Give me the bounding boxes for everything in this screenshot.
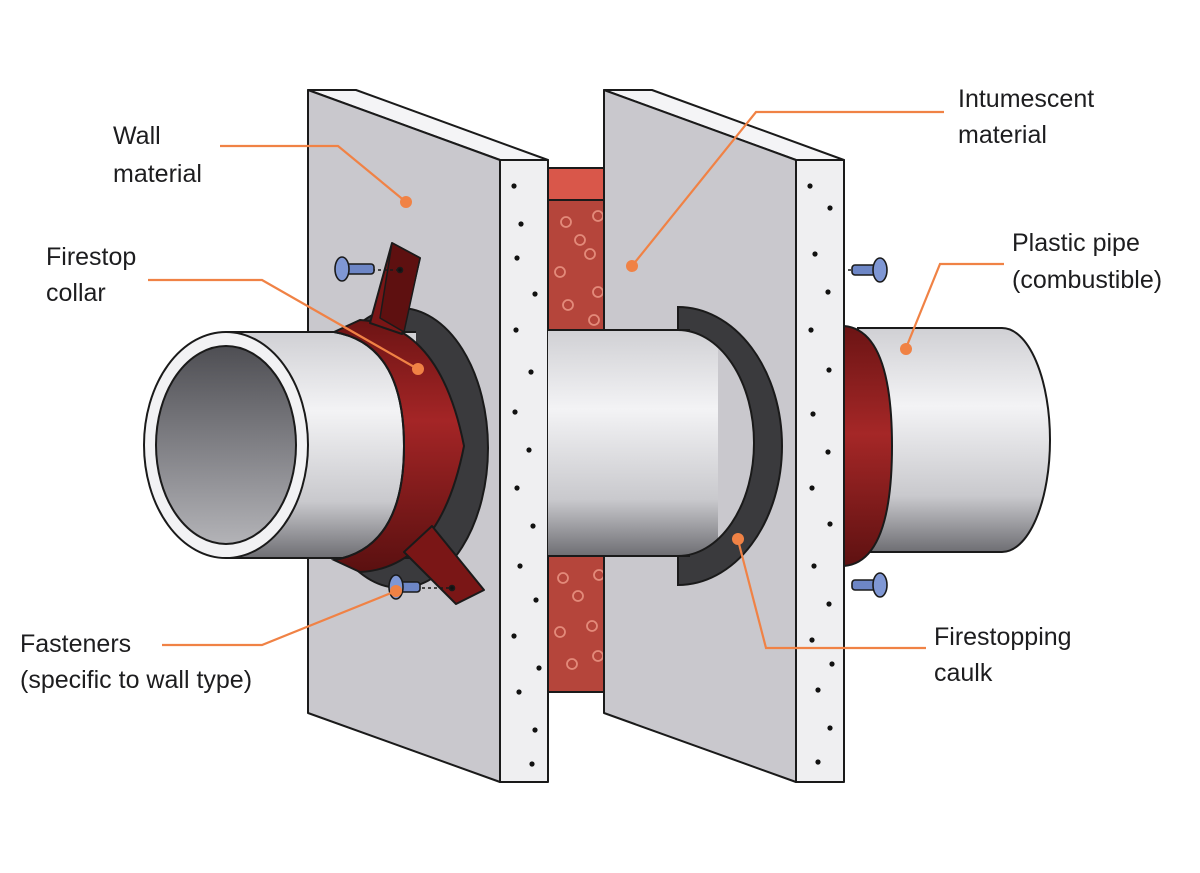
right-wall-dots bbox=[807, 183, 835, 765]
leader-dot-pipe bbox=[900, 343, 912, 355]
leader-wall-material bbox=[220, 144, 407, 203]
left-wall-side-edge bbox=[499, 159, 549, 783]
fastener-right-top bbox=[848, 257, 888, 283]
fastener-left-top bbox=[334, 256, 404, 282]
label-fasteners: Fasteners (specific to wall type) bbox=[20, 630, 252, 694]
leader-dots bbox=[390, 196, 912, 597]
leader-dot-collar bbox=[412, 363, 424, 375]
right-wall-side-edge bbox=[795, 159, 845, 783]
pipe-left-bore bbox=[155, 345, 297, 545]
label-intumescent-material: Intumescent material bbox=[958, 85, 1101, 149]
collar-tab-bottom bbox=[403, 525, 485, 605]
firestop-collar-right bbox=[843, 324, 894, 568]
leader-firestop-collar bbox=[148, 278, 417, 369]
pipe-right bbox=[857, 327, 1051, 553]
leader-dot-fasteners bbox=[390, 585, 402, 597]
label-firestop-collar: Firestop collar bbox=[46, 243, 143, 307]
label-wall-material: Wall material bbox=[113, 122, 202, 188]
leader-dot-intumescent bbox=[626, 260, 638, 272]
label-firestopping-caulk: Firestopping caulk bbox=[934, 623, 1079, 687]
left-wall-dots bbox=[511, 183, 542, 767]
leader-caulk bbox=[736, 539, 926, 650]
caulk-ring-right bbox=[677, 305, 783, 587]
leader-fasteners bbox=[162, 589, 397, 647]
leader-dot-wall bbox=[400, 196, 412, 208]
leader-intumescent bbox=[631, 110, 944, 267]
label-plastic-pipe: Plastic pipe (combustible) bbox=[1012, 229, 1162, 294]
leader-lines bbox=[148, 110, 1004, 650]
fastener-right-bottom bbox=[851, 572, 888, 598]
pipe-middle bbox=[548, 330, 718, 556]
leader-plastic-pipe bbox=[904, 262, 1004, 349]
leader-dot-caulk bbox=[732, 533, 744, 545]
